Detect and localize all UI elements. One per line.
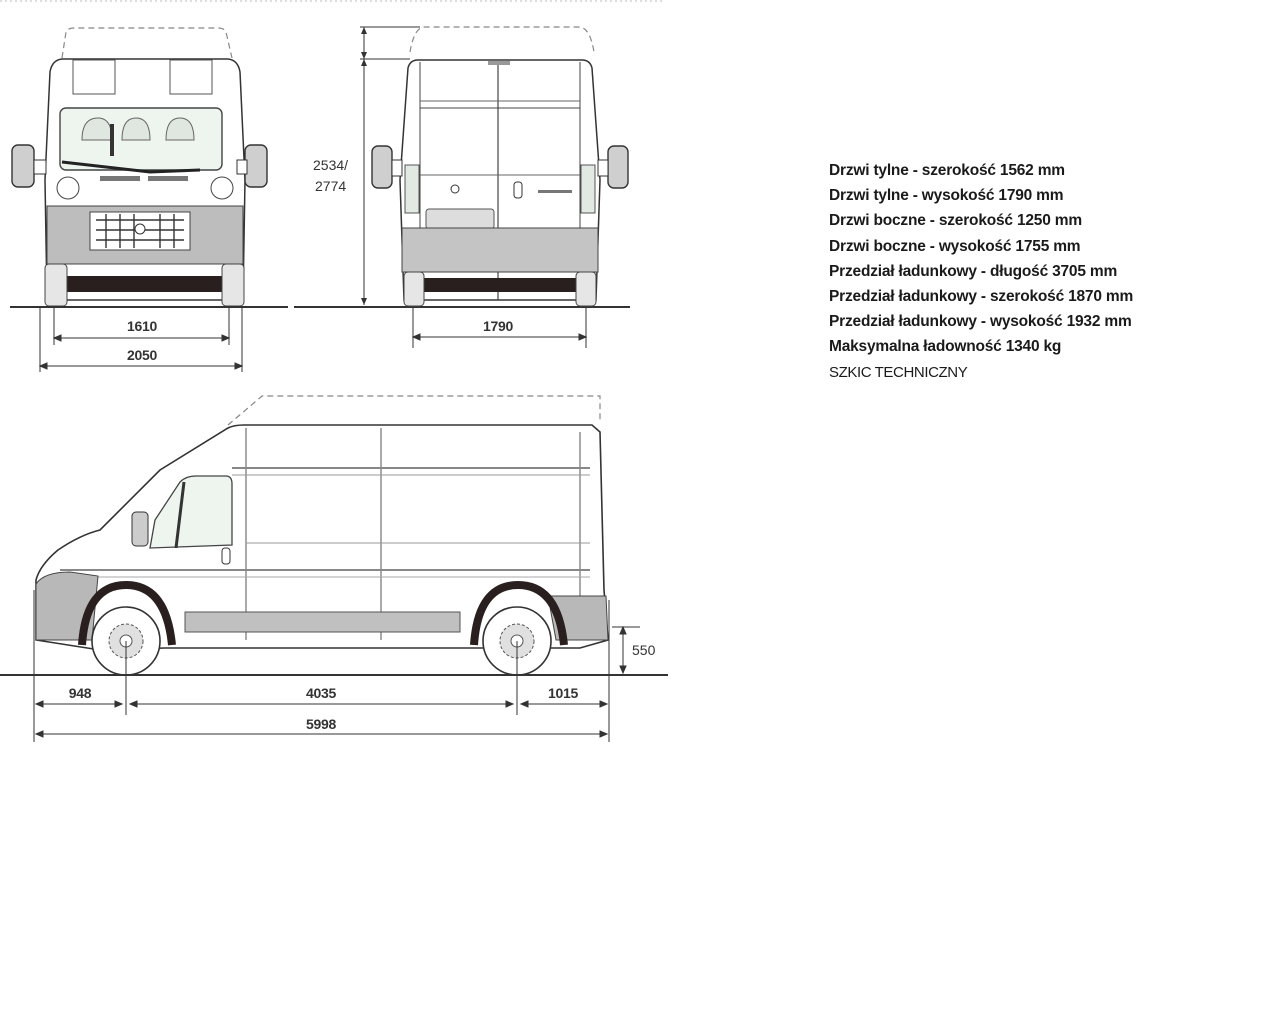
rear-dimensions bbox=[411, 307, 588, 348]
front-overhang-label: 948 bbox=[69, 685, 92, 701]
front-overall-width-label: 2050 bbox=[127, 347, 157, 363]
spec-list: Drzwi tylne - szerokość 1562 mm Drzwi ty… bbox=[829, 158, 1133, 385]
wheelbase-label: 4035 bbox=[306, 685, 336, 701]
side-dimensions bbox=[33, 590, 640, 742]
spec-item: Drzwi boczne - wysokość 1755 mm bbox=[829, 237, 1081, 255]
rear-view bbox=[360, 26, 629, 307]
load-sill-height-label: 550 bbox=[632, 642, 656, 658]
spec-item: Maksymalna ładowność 1340 kg bbox=[829, 338, 1062, 356]
technical-drawing: 1610 2050 2 bbox=[0, 0, 668, 742]
rear-overhang-label: 1015 bbox=[548, 685, 578, 701]
spec-item: Przedział ładunkowy - długość 3705 mm bbox=[829, 262, 1118, 280]
spec-item: Drzwi tylne - szerokość 1562 mm bbox=[829, 162, 1065, 179]
overall-length-label: 5998 bbox=[306, 716, 336, 732]
spec-item: Przedział ładunkowy - wysokość 1932 mm bbox=[829, 313, 1132, 331]
height-label-line2: 2774 bbox=[315, 178, 346, 194]
spec-item: Drzwi tylne - wysokość 1790 mm bbox=[829, 187, 1064, 205]
spec-item: Przedział ładunkowy - szerokość 1870 mm bbox=[829, 288, 1134, 306]
rear-track-label: 1790 bbox=[483, 318, 513, 334]
height-label-line1: 2534/ bbox=[313, 157, 348, 173]
front-view bbox=[11, 27, 268, 307]
side-view bbox=[35, 395, 609, 715]
front-track-label: 1610 bbox=[127, 318, 157, 334]
front-dimensions bbox=[38, 307, 244, 372]
spec-item: Drzwi boczne - szerokość 1250 mm bbox=[829, 212, 1082, 230]
caption: SZKIC TECHNICZNY bbox=[829, 363, 968, 381]
